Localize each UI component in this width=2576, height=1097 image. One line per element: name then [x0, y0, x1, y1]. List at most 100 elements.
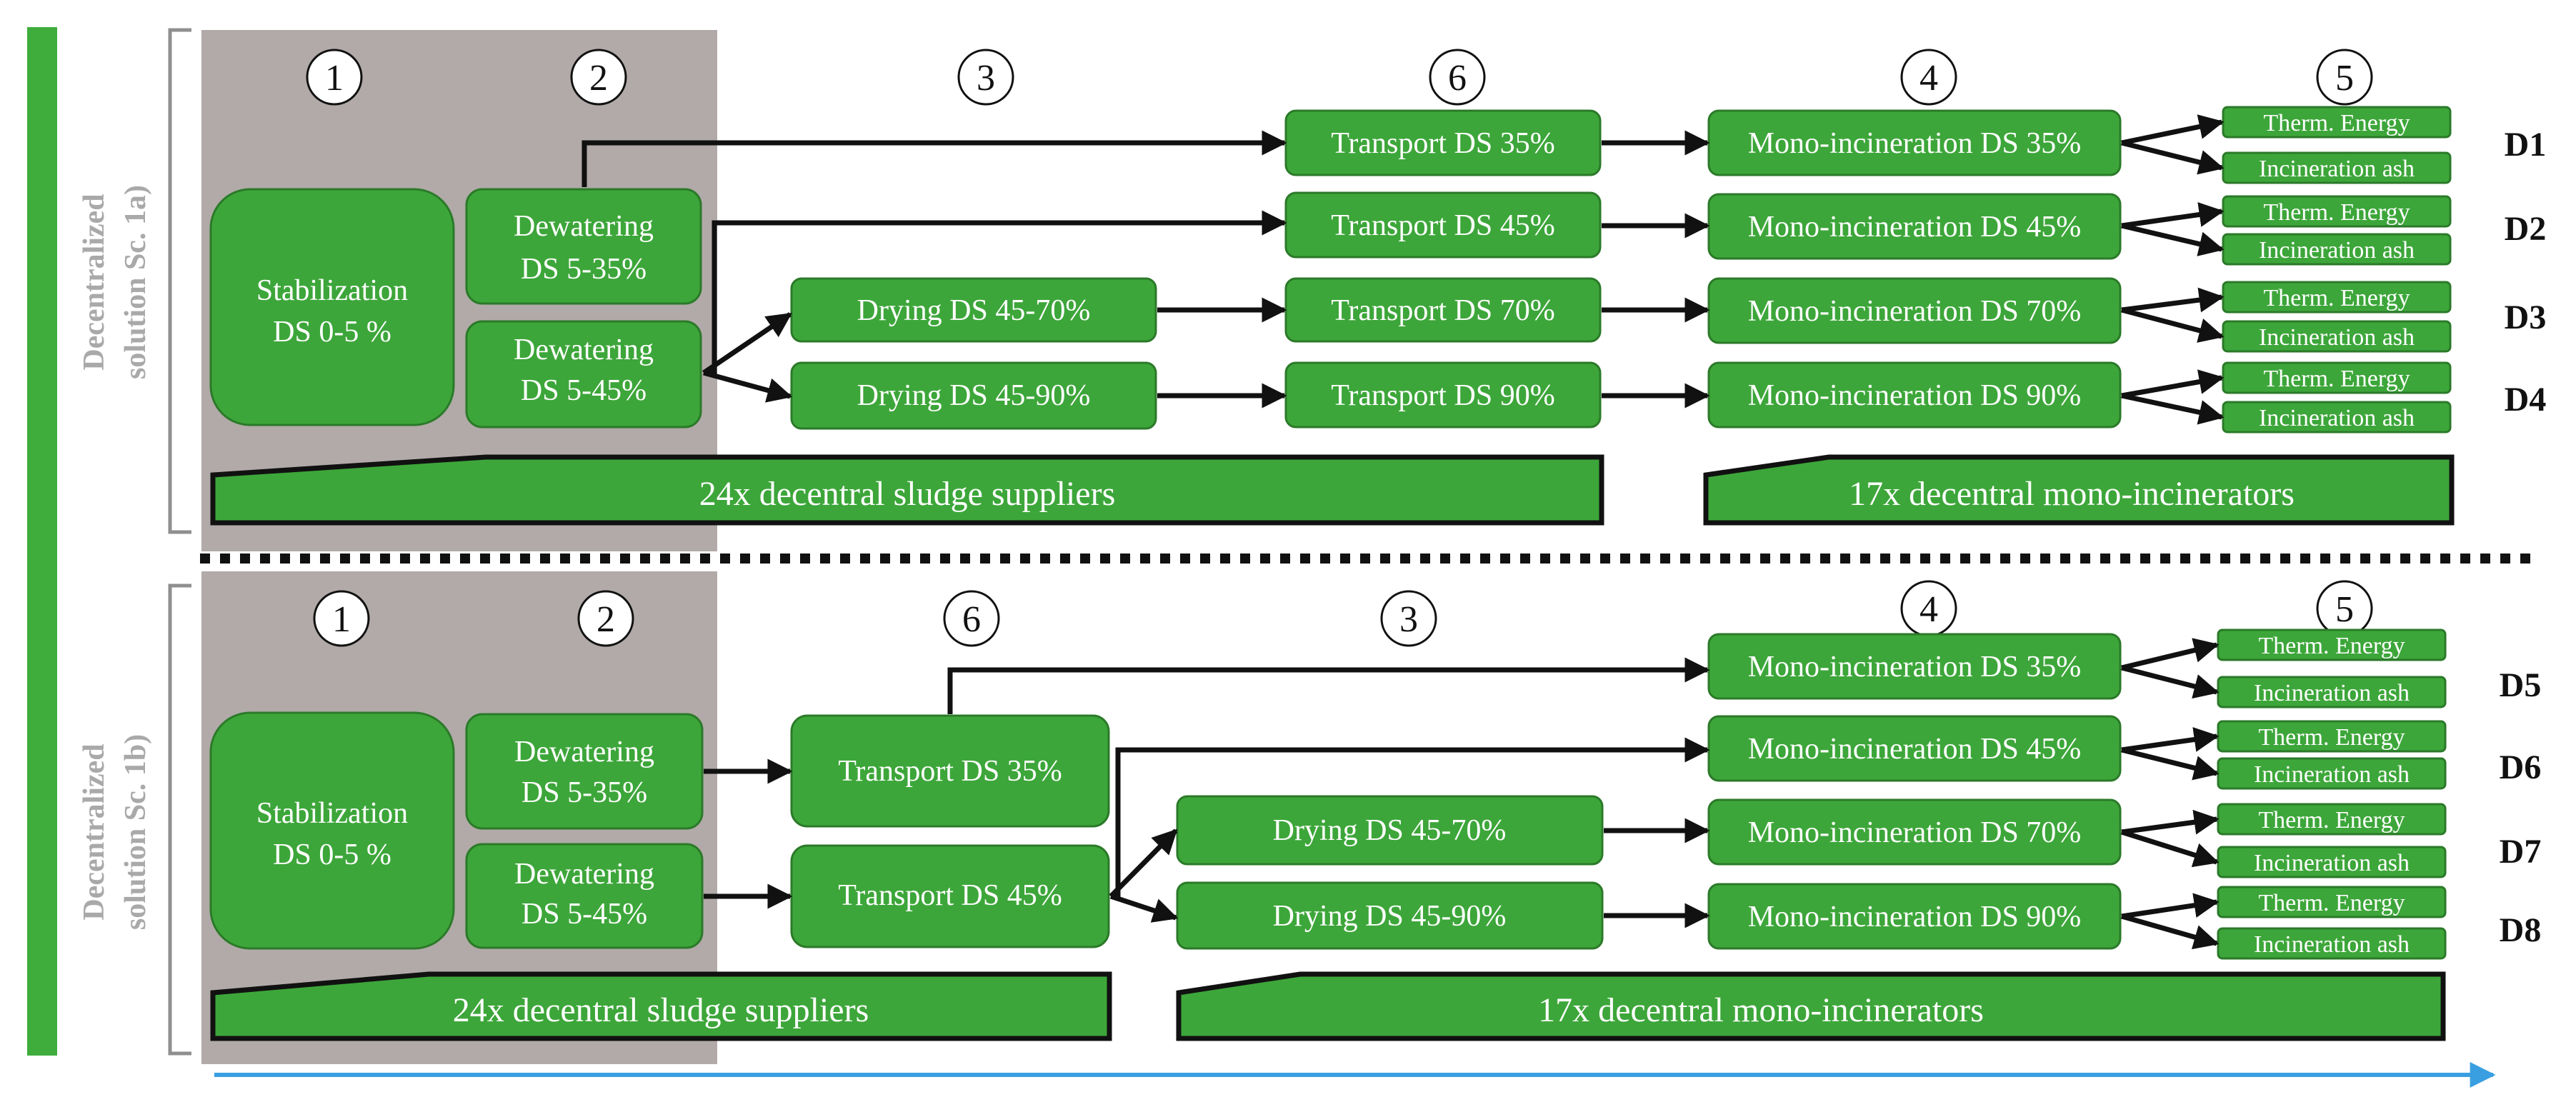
d-label-d4: D4: [2505, 381, 2547, 419]
arrow-mono90-therm: [2121, 369, 2225, 399]
svg-text:Incineration ash: Incineration ash: [2259, 324, 2415, 351]
d-label-d5: D5: [2500, 666, 2542, 704]
svg-text:solution Sc. 1b): solution Sc. 1b): [119, 734, 152, 930]
arrow-transport35-mono35-b: [947, 657, 1710, 714]
svg-text:Incineration ash: Incineration ash: [2259, 237, 2415, 264]
svg-text:Mono-incineration DS 45%: Mono-incineration DS 45%: [1748, 211, 2082, 244]
svg-text:Transport DS 35%: Transport DS 35%: [1331, 127, 1554, 160]
therm-energy-box-d8: Therm. Energy: [2217, 886, 2447, 918]
bracket-top: [168, 28, 191, 534]
mono-incineration-35-box-bottom: Mono-incineration DS 35%: [1707, 633, 2122, 700]
mono-incinerators-bar-bottom: 17x decentral mono-incinerators: [1176, 971, 2446, 1041]
arrow-mono70-therm: [2121, 287, 2225, 313]
mono-incineration-45-box-bottom: Mono-incineration DS 45%: [1707, 715, 2122, 782]
arrow-mono45-ash: [2121, 223, 2225, 256]
svg-text:Dewatering: Dewatering: [514, 334, 654, 366]
svg-text:DS 5-45%: DS 5-45%: [521, 898, 647, 931]
therm-energy-box-d1: Therm. Energy: [2222, 106, 2452, 139]
mono-incineration-45-box-top: Mono-incineration DS 45%: [1707, 193, 2122, 260]
step-number-4-top: 4: [1900, 49, 1957, 106]
stabilization-box-top: Stabilization DS 0-5 %: [209, 188, 455, 426]
svg-text:24x decentral sludge suppliers: 24x decentral sludge suppliers: [699, 475, 1116, 513]
drying-70-box-bottom: Drying DS 45-70%: [1176, 795, 1604, 866]
svg-text:Therm. Energy: Therm. Energy: [2263, 199, 2410, 226]
step-number-5-top: 5: [2316, 49, 2373, 106]
svg-text:Drying DS 45-70%: Drying DS 45-70%: [1273, 814, 1507, 847]
svg-text:24x decentral sludge suppliers: 24x decentral sludge suppliers: [453, 991, 869, 1029]
svg-text:Incineration ash: Incineration ash: [2254, 850, 2410, 876]
incineration-ash-box-d7: Incineration ash: [2217, 846, 2447, 878]
scenario-side-bar: [27, 27, 57, 1056]
d-label-d8: D8: [2500, 911, 2542, 949]
mono-incineration-35-box-top: Mono-incineration DS 35%: [1707, 109, 2122, 176]
svg-text:2: 2: [589, 58, 608, 99]
svg-text:DS 0-5 %: DS 0-5 %: [273, 316, 391, 349]
svg-text:Dewatering: Dewatering: [514, 736, 654, 768]
svg-text:Therm. Energy: Therm. Energy: [2258, 724, 2405, 751]
arrow-mono90-ash: [2121, 393, 2225, 425]
d-label-d7: D7: [2500, 833, 2542, 871]
svg-text:1: 1: [325, 58, 344, 99]
d-label-d1: D1: [2505, 126, 2547, 164]
arrow-mono70-therm-b: [2121, 809, 2220, 835]
step-number-1-top: 1: [306, 49, 363, 106]
therm-energy-box-d7: Therm. Energy: [2217, 803, 2447, 836]
drying-90-box-bottom: Drying DS 45-90%: [1176, 881, 1604, 950]
svg-text:Incineration ash: Incineration ash: [2254, 761, 2410, 788]
step-number-1-bottom: 1: [313, 590, 370, 647]
svg-text:17x decentral mono-incinerator: 17x decentral mono-incinerators: [1538, 991, 1984, 1029]
mono-incineration-70-box-bottom: Mono-incineration DS 70%: [1707, 798, 2122, 866]
stabilization-box-bottom: Stabilization DS 0-5 %: [209, 711, 455, 950]
svg-text:Therm. Energy: Therm. Energy: [2263, 285, 2410, 311]
svg-text:4: 4: [1919, 58, 1938, 99]
incineration-ash-box-d6: Incineration ash: [2217, 757, 2447, 790]
therm-energy-box-d5: Therm. Energy: [2217, 628, 2447, 661]
svg-text:6: 6: [962, 599, 981, 640]
transport-35-box-top: Transport DS 35%: [1284, 109, 1602, 176]
svg-text:3: 3: [1399, 599, 1418, 640]
arrow-mono45-ash-b: [2121, 747, 2220, 781]
transport-90-box-top: Transport DS 90%: [1284, 361, 1602, 429]
arrow-mono35-ash-b: [2121, 665, 2220, 699]
arrow-mono90-therm-b: [2121, 893, 2220, 919]
svg-text:Decentralized: Decentralized: [78, 743, 111, 920]
svg-text:solution Sc. 1a): solution Sc. 1a): [119, 185, 152, 379]
transport-45-box-bottom: Transport DS 45%: [790, 844, 1110, 948]
svg-text:Stabilization: Stabilization: [256, 797, 408, 830]
svg-text:DS 5-35%: DS 5-35%: [521, 776, 647, 809]
arrow-dewatering45-drying70: [702, 312, 792, 375]
step-number-3-bottom: 3: [1380, 590, 1437, 647]
step-number-4-bottom: 4: [1900, 580, 1957, 637]
arrow-mono70-ash-b: [2120, 829, 2220, 868]
svg-text:Dewatering: Dewatering: [514, 858, 654, 891]
svg-text:5: 5: [2335, 58, 2354, 99]
svg-text:Mono-incineration DS 35%: Mono-incineration DS 35%: [1748, 651, 2082, 683]
svg-text:Therm. Energy: Therm. Energy: [2258, 807, 2405, 833]
d-label-d3: D3: [2505, 299, 2547, 336]
incineration-ash-box-d2: Incineration ash: [2222, 233, 2452, 266]
arrow-mono35-therm-b: [2121, 638, 2220, 671]
step-number-6-bottom: 6: [943, 590, 1000, 647]
mono-incineration-90-box-bottom: Mono-incineration DS 90%: [1707, 883, 2122, 950]
svg-text:Mono-incineration DS 35%: Mono-incineration DS 35%: [1748, 127, 2082, 160]
step-number-2-bottom: 2: [577, 590, 634, 647]
incineration-ash-box-d3: Incineration ash: [2222, 320, 2452, 353]
arrow-transport45-drying90-b: [1109, 893, 1179, 923]
svg-text:5: 5: [2335, 589, 2354, 630]
svg-text:Mono-incineration DS 90%: Mono-incineration DS 90%: [1748, 379, 2082, 412]
bracket-bottom: [168, 583, 191, 1056]
drying-70-box-top: Drying DS 45-70%: [790, 277, 1157, 343]
side-label-sc1b: Decentralized solution Sc. 1b): [78, 734, 152, 930]
therm-energy-box-d4: Therm. Energy: [2222, 361, 2452, 394]
svg-text:DS 5-35%: DS 5-35%: [521, 253, 647, 286]
arrow-mono70-ash: [2121, 307, 2225, 343]
svg-text:Incineration ash: Incineration ash: [2259, 405, 2415, 431]
svg-text:3: 3: [977, 58, 995, 99]
arrow-dewatering45-drying90: [703, 370, 793, 403]
arrow-mono45-therm-b: [2121, 727, 2220, 753]
d-label-d2: D2: [2505, 210, 2547, 248]
svg-text:1: 1: [332, 599, 351, 640]
svg-text:Therm. Energy: Therm. Energy: [2258, 633, 2405, 659]
svg-text:Transport DS 90%: Transport DS 90%: [1331, 379, 1554, 412]
arrow-mono45-therm: [2121, 202, 2225, 229]
